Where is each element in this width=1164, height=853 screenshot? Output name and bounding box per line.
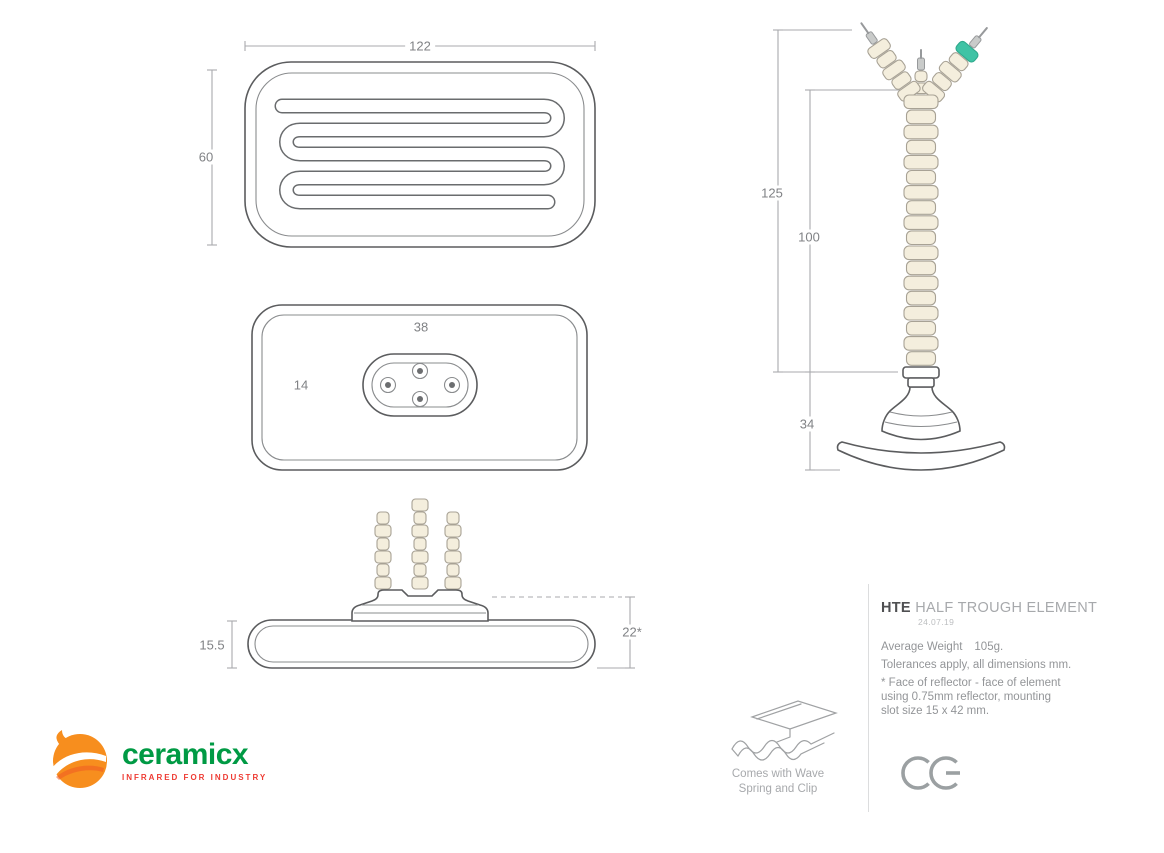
accessory-caption: Comes with Wave Spring and Clip xyxy=(698,767,858,797)
contact-pin-left xyxy=(374,511,392,590)
dim-side-base-label: 34 xyxy=(795,416,819,432)
ceramicx-flame-icon xyxy=(52,730,107,788)
accessory-caption-line1: Comes with Wave xyxy=(731,768,825,780)
lead-wire-right xyxy=(922,27,988,103)
footnote-line-3: slot size 15 x 42 mm. xyxy=(881,705,990,717)
view-side-standing xyxy=(836,22,1006,471)
view-back xyxy=(251,304,588,471)
element-curved-base xyxy=(836,441,1006,471)
dim-connector-height-label: 14 xyxy=(289,377,313,393)
lead-wire-left xyxy=(860,22,921,102)
accessory-caption-line2: Spring and Clip xyxy=(738,783,818,795)
element-braided-body xyxy=(903,94,939,366)
wave-spring-clip-icon xyxy=(731,700,838,761)
connector-pins xyxy=(379,362,461,408)
product-name: HALF TROUGH ELEMENT xyxy=(915,600,1098,616)
tolerances-note: Tolerances apply, all dimensions mm. xyxy=(881,659,1072,671)
brand-name: ceramicx xyxy=(122,737,249,771)
product-title: HTE HALF TROUGH ELEMENT xyxy=(881,600,1136,616)
connector-boss xyxy=(362,353,478,417)
view-front-face xyxy=(244,61,596,248)
info-panel: HTE HALF TROUGH ELEMENT 24.07.19 Average… xyxy=(881,600,1136,718)
ce-mark-icon xyxy=(901,756,960,790)
logo-text: ceramicx INFRARED FOR INDUSTRY xyxy=(122,737,268,782)
dim-side-body-label: 100 xyxy=(794,229,824,245)
dim-reflector-offset-label: 22* xyxy=(618,624,646,640)
product-code: HTE xyxy=(881,600,911,616)
average-weight-label: Average Weight xyxy=(881,641,963,653)
footnote-line-2: using 0.75mm reflector, mounting xyxy=(881,691,1052,703)
dim-front-width-label: 122 xyxy=(405,38,435,54)
connector-trumpet xyxy=(881,386,961,441)
footnote-line-1: * Face of reflector - face of element xyxy=(881,677,1061,689)
revision-code: 24.07.19 xyxy=(918,617,955,627)
ceramicx-logo: ceramicx INFRARED FOR INDUSTRY xyxy=(47,728,267,792)
element-body-profile xyxy=(247,619,596,669)
dim-profile-thickness-label: 15.5 xyxy=(195,637,229,653)
panel-divider xyxy=(868,584,869,812)
brand-tagline: INFRARED FOR INDUSTRY xyxy=(122,772,268,782)
dim-side-overall-label: 125 xyxy=(757,185,787,201)
dimension-lines-side xyxy=(773,29,903,471)
contact-pin-center xyxy=(411,498,429,590)
dim-connector-width-label: 38 xyxy=(409,319,433,335)
view-side-profile xyxy=(247,498,596,669)
average-weight-row: Average Weight 105g. xyxy=(881,640,1136,654)
contact-pin-right xyxy=(444,511,462,590)
average-weight-value: 105g. xyxy=(974,641,1004,653)
dim-front-height-label: 60 xyxy=(194,149,218,165)
base-collar xyxy=(902,366,940,379)
